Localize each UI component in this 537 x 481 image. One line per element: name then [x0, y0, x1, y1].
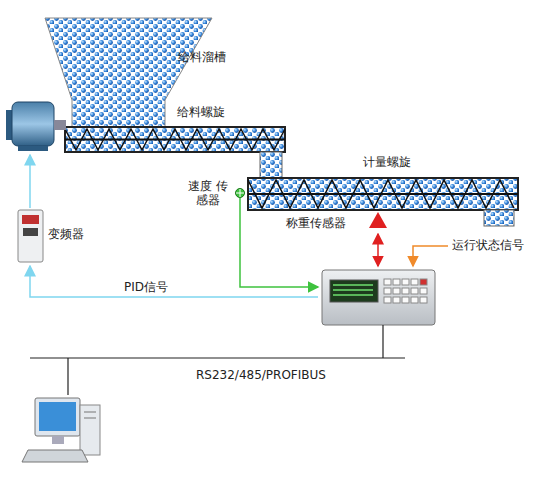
- part-region: 计量螺旋: [248, 178, 518, 210]
- part-label: 给料溜槽: [178, 50, 226, 64]
- part-label: 给料螺旋: [177, 105, 225, 119]
- part-region: 变频器: [18, 210, 43, 262]
- signal-label: 称重传感器: [286, 216, 346, 230]
- part-region: 给料螺旋: [65, 127, 285, 152]
- part-label: 计量螺旋: [363, 155, 411, 169]
- signal-label: 运行状态信号: [452, 238, 524, 252]
- part-label: 变频器: [48, 227, 84, 241]
- signal-label: RS232/485/PROFIBUS: [196, 368, 326, 382]
- signal-label: PID信号: [124, 280, 168, 294]
- signal-label: 速度 传感器: [186, 179, 230, 208]
